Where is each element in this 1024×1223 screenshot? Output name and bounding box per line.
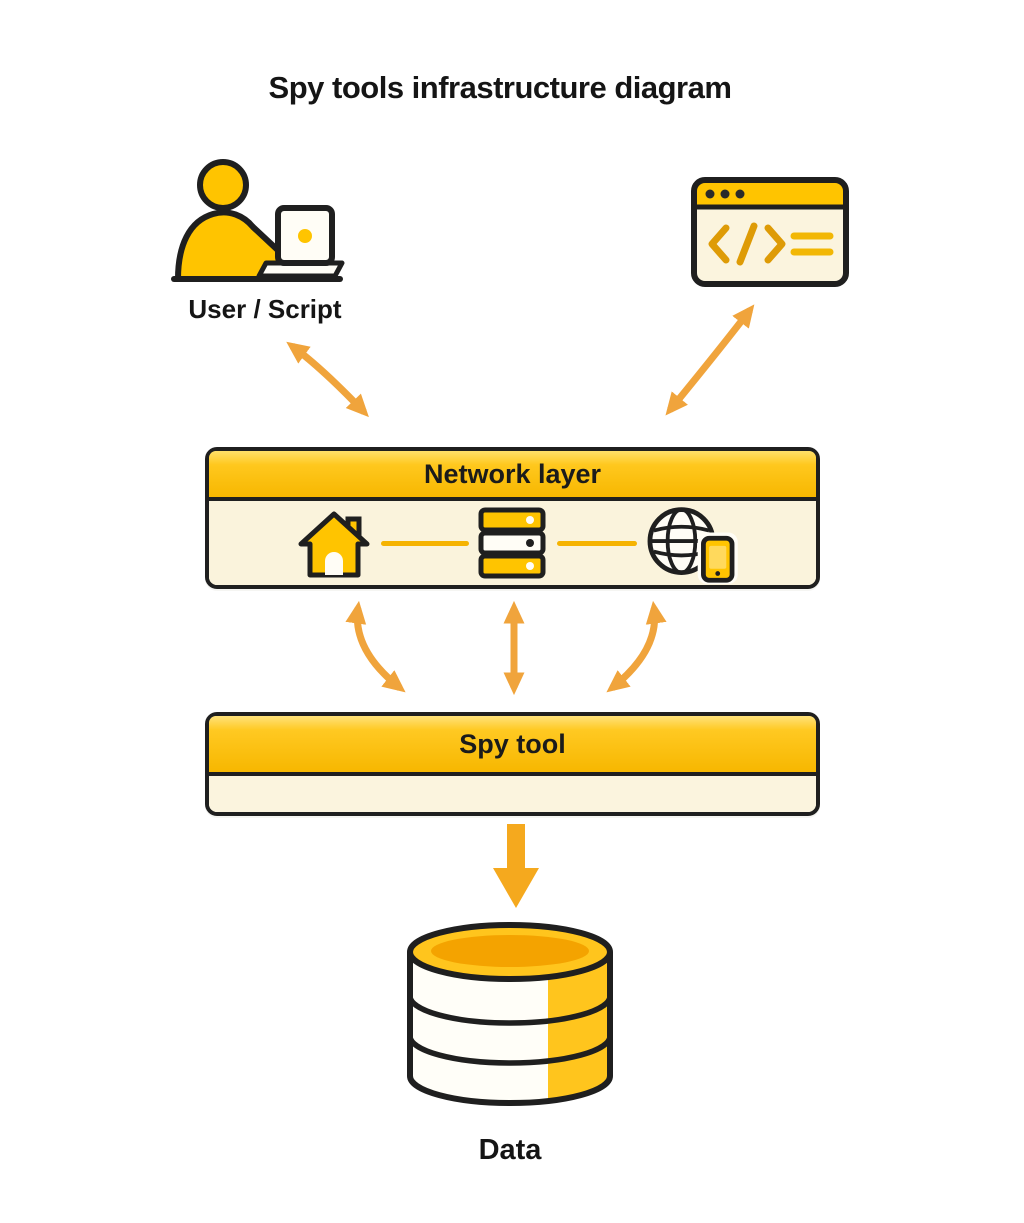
spytool-to-data-arrow	[493, 824, 539, 908]
diagram-title: Spy tools infrastructure diagram	[268, 70, 732, 105]
server-stack-icon	[478, 507, 546, 579]
connector-dash	[381, 541, 469, 546]
network-to-spytool-left-arrow	[345, 600, 406, 693]
spy-tool-box: Spy tool	[205, 712, 820, 816]
network-layer-box: Network layer	[205, 447, 820, 589]
globe-and-phone-icon	[647, 507, 738, 585]
code-browser-window-icon	[691, 177, 849, 287]
house-icon	[298, 511, 370, 578]
spy-tool-title: Spy tool	[209, 716, 816, 776]
data-label: Data	[478, 1134, 542, 1166]
network-layer-body	[209, 501, 816, 585]
database-cylinder-icon	[407, 922, 613, 1106]
network-layer-title: Network layer	[209, 451, 816, 501]
spy-tool-strip	[209, 776, 816, 812]
user-to-network-arrow	[286, 341, 369, 418]
person-at-laptop-icon	[171, 159, 345, 282]
network-to-spytool-right-arrow	[606, 600, 667, 693]
browser-to-network-arrow	[665, 304, 755, 416]
network-to-spytool-middle-arrow	[503, 600, 525, 696]
connector-dash	[557, 541, 637, 546]
user-script-label: User / Script	[188, 294, 342, 324]
